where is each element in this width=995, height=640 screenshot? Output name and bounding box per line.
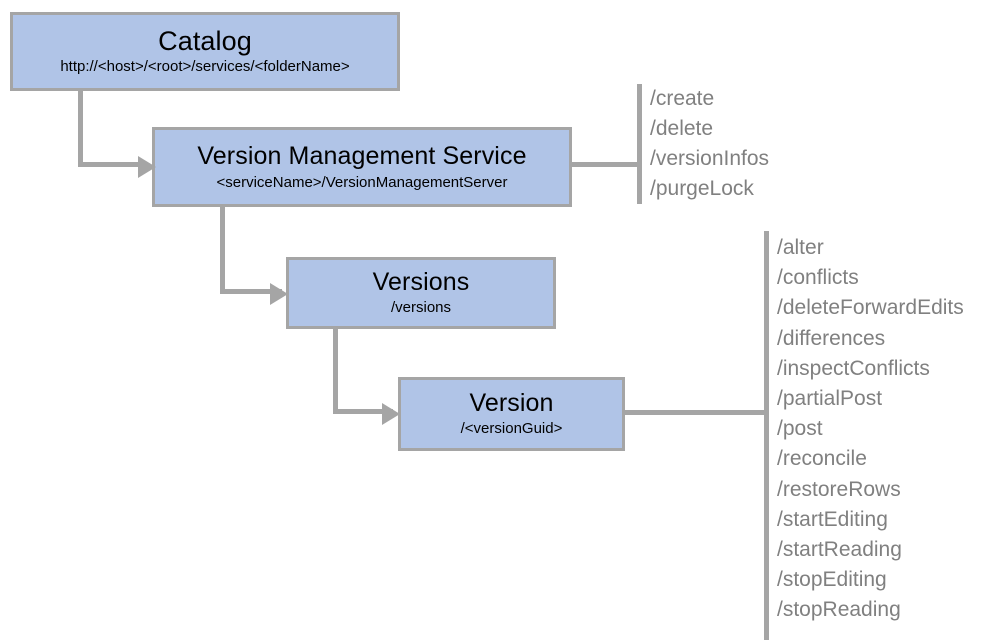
group-bar-service-operations <box>637 84 642 204</box>
operation-item[interactable]: /startEditing <box>777 507 888 531</box>
operation-item[interactable]: /stopEditing <box>777 568 887 592</box>
node-versions[interactable]: Versions /versions <box>286 257 556 329</box>
node-version[interactable]: Version /<versionGuid> <box>398 377 625 451</box>
node-version-management-service[interactable]: Version Management Service <serviceName>… <box>152 127 572 207</box>
node-version-title: Version <box>469 389 554 418</box>
operation-item[interactable]: /partialPost <box>777 387 883 411</box>
operation-item[interactable]: /conflicts <box>777 266 859 290</box>
connector-service-to-versions-vertical <box>220 207 225 294</box>
operation-item[interactable]: /differences <box>777 326 886 350</box>
operation-list-service: /create /delete /versionInfos /purgeLock <box>650 84 769 204</box>
node-version-subtitle: /<versionGuid> <box>460 420 563 438</box>
node-catalog-title: Catalog <box>158 26 252 57</box>
operation-item[interactable]: /stopReading <box>777 598 901 622</box>
leader-line-version-operations <box>625 410 767 415</box>
group-bar-version-operations <box>764 231 769 640</box>
operation-item[interactable]: /create <box>650 87 715 110</box>
node-versions-title: Versions <box>372 268 470 297</box>
connector-catalog-to-service-horizontal <box>78 162 140 167</box>
connector-catalog-to-service-vertical <box>78 91 83 167</box>
operation-item[interactable]: /delete <box>650 117 714 140</box>
arrowhead-icon-catalog-to-service <box>138 156 156 178</box>
connector-service-to-versions-horizontal <box>220 289 282 294</box>
operation-item[interactable]: /startReading <box>777 538 902 562</box>
operation-list-version: /alter /conflicts /deleteForwardEdits /d… <box>777 233 964 626</box>
operation-item[interactable]: /restoreRows <box>777 477 901 501</box>
operation-item[interactable]: /deleteForwardEdits <box>777 296 964 320</box>
operation-item[interactable]: /alter <box>777 236 824 259</box>
connector-versions-to-version-horizontal <box>333 409 393 414</box>
node-version-management-service-title: Version Management Service <box>197 141 527 170</box>
node-catalog-subtitle: http://<host>/<root>/services/<folderNam… <box>60 58 350 76</box>
connector-versions-to-version-vertical <box>333 329 338 414</box>
operation-item[interactable]: /post <box>777 417 823 441</box>
operation-item[interactable]: /inspectConflicts <box>777 356 930 380</box>
arrowhead-icon-versions-to-version <box>382 403 400 425</box>
node-versions-subtitle: /versions <box>390 299 452 317</box>
node-catalog[interactable]: Catalog http://<host>/<root>/services/<f… <box>10 12 400 91</box>
operation-item[interactable]: /versionInfos <box>650 147 770 170</box>
arrowhead-icon-service-to-versions <box>270 283 288 305</box>
operation-item[interactable]: /purgeLock <box>650 177 754 200</box>
operation-item[interactable]: /reconcile <box>777 447 867 471</box>
node-version-management-service-subtitle: <serviceName>/VersionManagementServer <box>216 173 508 191</box>
leader-line-service-operations <box>572 162 640 167</box>
